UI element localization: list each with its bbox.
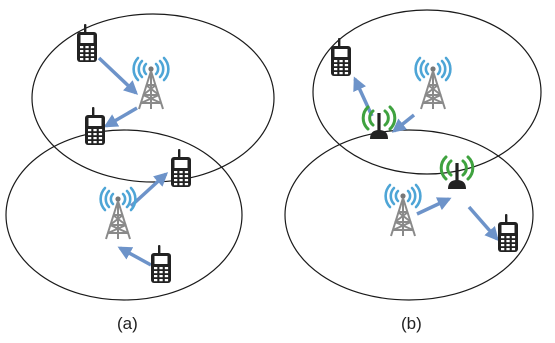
phone-icon: [171, 149, 191, 187]
link-arrow: [416, 197, 452, 216]
link-arrow: [353, 76, 374, 117]
caption-a: (a): [117, 314, 138, 333]
tower-icon: [132, 56, 170, 111]
cell-coverage-top-a: [31, 13, 275, 183]
phone-icon: [85, 107, 105, 145]
panel-b: [284, 9, 542, 301]
link-arrow: [391, 113, 416, 133]
phone-icon: [498, 214, 518, 252]
tower-icon: [384, 183, 422, 238]
phone-icon: [77, 24, 97, 62]
link-arrow: [467, 205, 499, 242]
caption-b: (b): [401, 314, 422, 333]
cell-coverage-bottom-a: [5, 129, 243, 301]
phone-icon: [151, 245, 171, 283]
cell-coverage-bottom-b: [284, 129, 534, 301]
link-arrow: [97, 56, 139, 95]
link-arrow: [103, 106, 138, 128]
link-arrow: [129, 172, 169, 208]
tower-icon: [414, 56, 452, 111]
tower-icon: [99, 186, 137, 241]
panel-a: [5, 13, 275, 301]
cell-coverage-top-b: [312, 9, 542, 175]
link-arrow: [117, 246, 152, 267]
